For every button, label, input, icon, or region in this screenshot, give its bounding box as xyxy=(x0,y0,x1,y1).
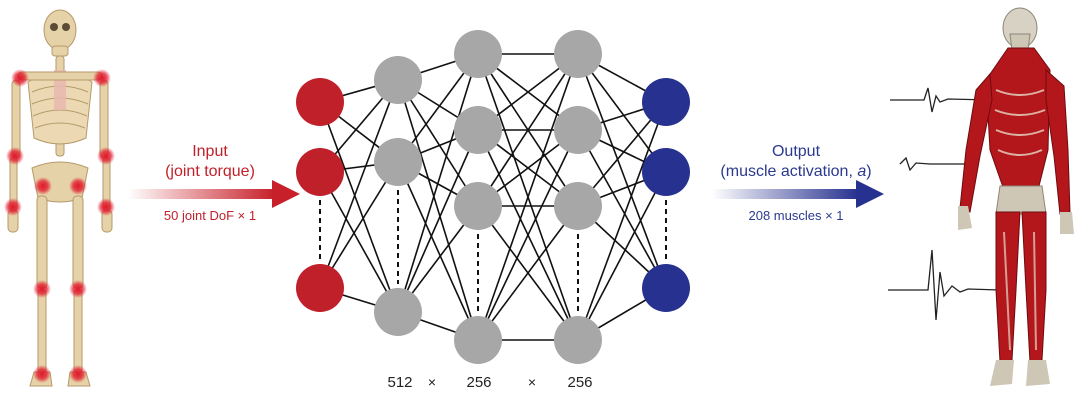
network-edge xyxy=(397,79,479,341)
network-edge xyxy=(397,79,479,207)
hidden-layer1-node xyxy=(374,56,422,104)
input-node xyxy=(296,148,344,196)
output-node xyxy=(642,264,690,312)
layer3-size-label: 256 xyxy=(567,374,593,391)
skeleton-icon xyxy=(7,9,113,387)
output-subtitle: 208 muscles × 1 xyxy=(748,208,844,223)
output-arrow xyxy=(712,180,884,208)
network-edge xyxy=(577,101,667,341)
hidden-layer2-node xyxy=(454,182,502,230)
hidden-layer1-node xyxy=(374,138,422,186)
omitted-nodes-indicator xyxy=(319,190,667,312)
network-edge xyxy=(577,53,667,173)
output-node xyxy=(642,148,690,196)
output-title-prefix: (muscle activation, xyxy=(720,163,858,180)
network-nodes xyxy=(296,30,690,364)
hidden-layer3-node xyxy=(554,30,602,78)
input-arrow xyxy=(128,180,300,208)
muscle-model-icon xyxy=(958,7,1074,386)
layer1-size-label: 512 xyxy=(387,374,413,391)
input-title-line1: Input xyxy=(192,143,228,160)
output-title-line1: Output xyxy=(771,143,821,160)
input-subtitle: 50 joint DoF × 1 xyxy=(163,208,257,223)
network-edge xyxy=(319,101,399,313)
network-edge xyxy=(319,79,399,289)
output-title: Output (muscle activation, a) xyxy=(706,142,886,182)
input-node xyxy=(296,78,344,126)
output-node xyxy=(642,78,690,126)
network-edge xyxy=(477,205,579,341)
network-edge xyxy=(397,161,479,341)
hidden-layer3-node xyxy=(554,316,602,364)
input-node xyxy=(296,264,344,312)
input-title: Input (joint torque) xyxy=(140,142,280,182)
output-variable: a xyxy=(857,163,867,180)
hidden-layer2-node xyxy=(454,30,502,78)
network-edge xyxy=(319,171,399,313)
output-title-suffix: ) xyxy=(866,163,872,180)
network-edge xyxy=(577,171,667,341)
network-edge xyxy=(577,53,667,289)
network-edge xyxy=(477,129,579,341)
network-edge xyxy=(477,53,579,207)
times-symbol-1: × xyxy=(427,374,437,390)
network-edge xyxy=(319,161,399,289)
input-title-line2: (joint torque) xyxy=(165,163,255,180)
network-edge xyxy=(397,129,479,313)
joint-markers xyxy=(4,69,115,383)
output-title-line2: (muscle activation, a) xyxy=(706,162,886,182)
hidden-layer3-node xyxy=(554,106,602,154)
hidden-layer2-node xyxy=(454,106,502,154)
hidden-layer1-node xyxy=(374,288,422,336)
hidden-layer2-node xyxy=(454,316,502,364)
network-edge xyxy=(477,53,579,341)
network-edge xyxy=(397,53,479,313)
layer2-size-label: 256 xyxy=(466,374,492,391)
times-symbol-2: × xyxy=(527,374,537,390)
hidden-layer3-node xyxy=(554,182,602,230)
network-edge xyxy=(577,129,667,289)
